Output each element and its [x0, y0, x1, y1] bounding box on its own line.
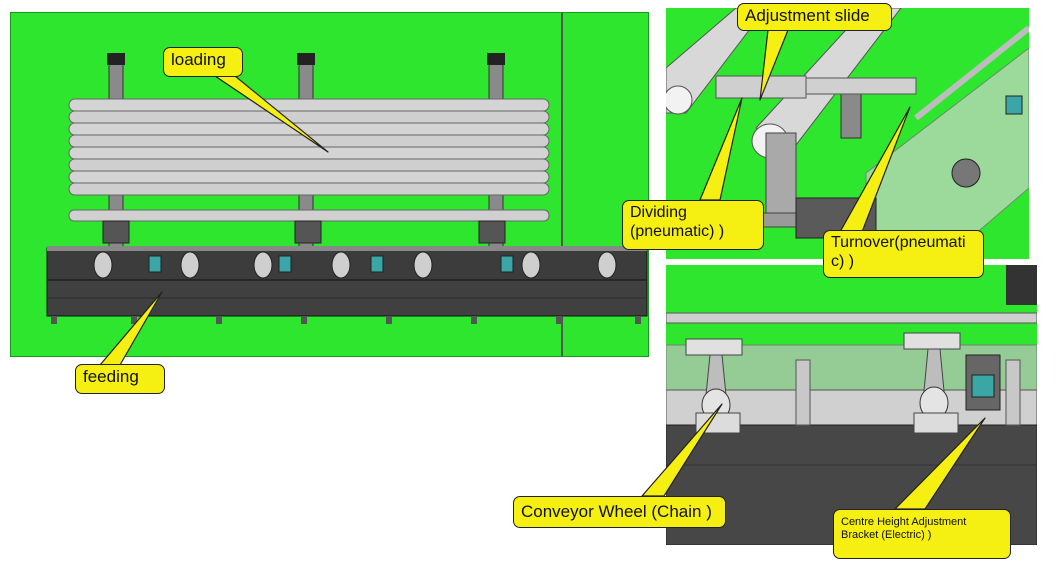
callout-feeding: feeding [75, 364, 165, 394]
main-machine-view [10, 12, 649, 357]
callout-conveyor-wheel: Conveyor Wheel (Chain ) [513, 496, 726, 528]
callout-turnover: Turnover(pneumatic) ) [823, 230, 984, 278]
callout-dividing: Dividing (pneumatic) ) [622, 200, 764, 250]
callout-centre-height: Centre Height Adjustment Bracket (Electr… [833, 509, 1011, 559]
callout-adjustment-slide: Adjustment slide [737, 3, 892, 31]
machine-drawing [46, 13, 648, 356]
callout-loading: loading [163, 47, 243, 77]
